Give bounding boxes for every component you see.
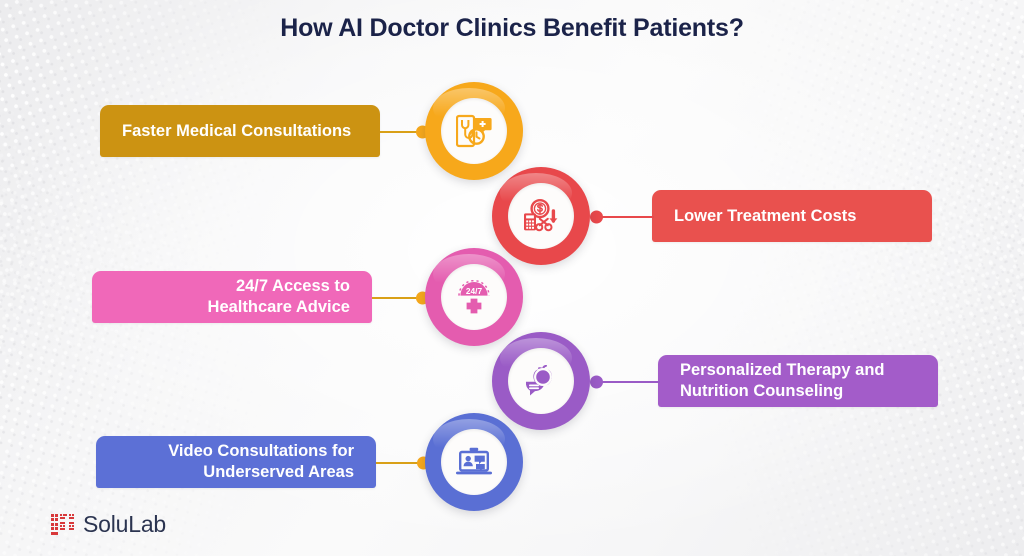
benefit-connector [372, 291, 429, 305]
benefit-label-text: 24/7 Access to Healthcare Advice [207, 277, 350, 316]
benefit-node-inner [508, 348, 574, 414]
benefit-label-personalized-therapy-and-nutrition-counseling[interactable]: Personalized Therapy and Nutrition Couns… [658, 355, 938, 407]
brand-logo: SoluLab [51, 511, 166, 538]
benefit-connector [376, 456, 430, 470]
benefit-node-inner [441, 98, 507, 164]
svg-text:24/7: 24/7 [466, 286, 483, 296]
benefit-label-faster-medical-consultations[interactable]: Faster Medical Consultations [100, 105, 380, 157]
benefit-connector [590, 375, 660, 389]
benefit-node-247-access-to-healthcare-advice[interactable]: 24/7 [425, 248, 523, 346]
benefit-row: 24/7 Access to Healthcare Advice 24/7 [0, 248, 1024, 368]
benefit-node-inner [508, 183, 574, 249]
benefit-label-text: Lower Treatment Costs [674, 206, 857, 225]
benefit-node-inner: 24/7 [441, 264, 507, 330]
benefit-connector-dot [590, 375, 603, 389]
solulab-qr-mark-icon [51, 514, 74, 535]
benefit-node-video-consultations-for-underserved-areas[interactable] [425, 413, 523, 511]
apple-nutrition-plate-icon [525, 364, 553, 395]
benefit-connector [590, 210, 654, 224]
benefit-label-video-consultations-for-underserved-areas[interactable]: Video Consultations for Underserved Area… [96, 436, 376, 488]
benefit-node-inner [441, 429, 507, 495]
benefit-node-personalized-therapy-and-nutrition-counseling[interactable] [492, 332, 590, 430]
benefit-node-faster-medical-consultations[interactable] [425, 82, 523, 180]
benefit-connector-dot [590, 210, 603, 224]
benefit-label-lower-treatment-costs[interactable]: Lower Treatment Costs [652, 190, 932, 242]
benefit-node-lower-treatment-costs[interactable] [492, 167, 590, 265]
benefit-label-text: Faster Medical Consultations [122, 121, 352, 140]
benefit-connector [380, 125, 429, 139]
cost-reduction-dollar-icon [524, 199, 558, 232]
page-title: How AI Doctor Clinics Benefit Patients? [280, 14, 744, 42]
247-medical-cross-icon: 24/7 [458, 280, 490, 314]
benefit-label-247-access-to-healthcare-advice[interactable]: 24/7 Access to Healthcare Advice [92, 271, 372, 323]
benefit-label-text: Personalized Therapy and Nutrition Couns… [680, 361, 885, 400]
benefit-row: Faster Medical Consultations [0, 82, 1024, 202]
brand-name: SoluLab [83, 511, 167, 537]
stethoscope-clock-chat-icon [456, 114, 492, 148]
benefit-row: Lower Treatment Costs [0, 167, 1024, 287]
benefit-row: Personalized Therapy and Nutrition Couns… [0, 332, 1024, 452]
benefit-row: Video Consultations for Underserved Area… [0, 413, 1024, 533]
benefit-label-text: Video Consultations for Underserved Area… [168, 442, 354, 481]
laptop-video-call-icon [456, 447, 492, 475]
